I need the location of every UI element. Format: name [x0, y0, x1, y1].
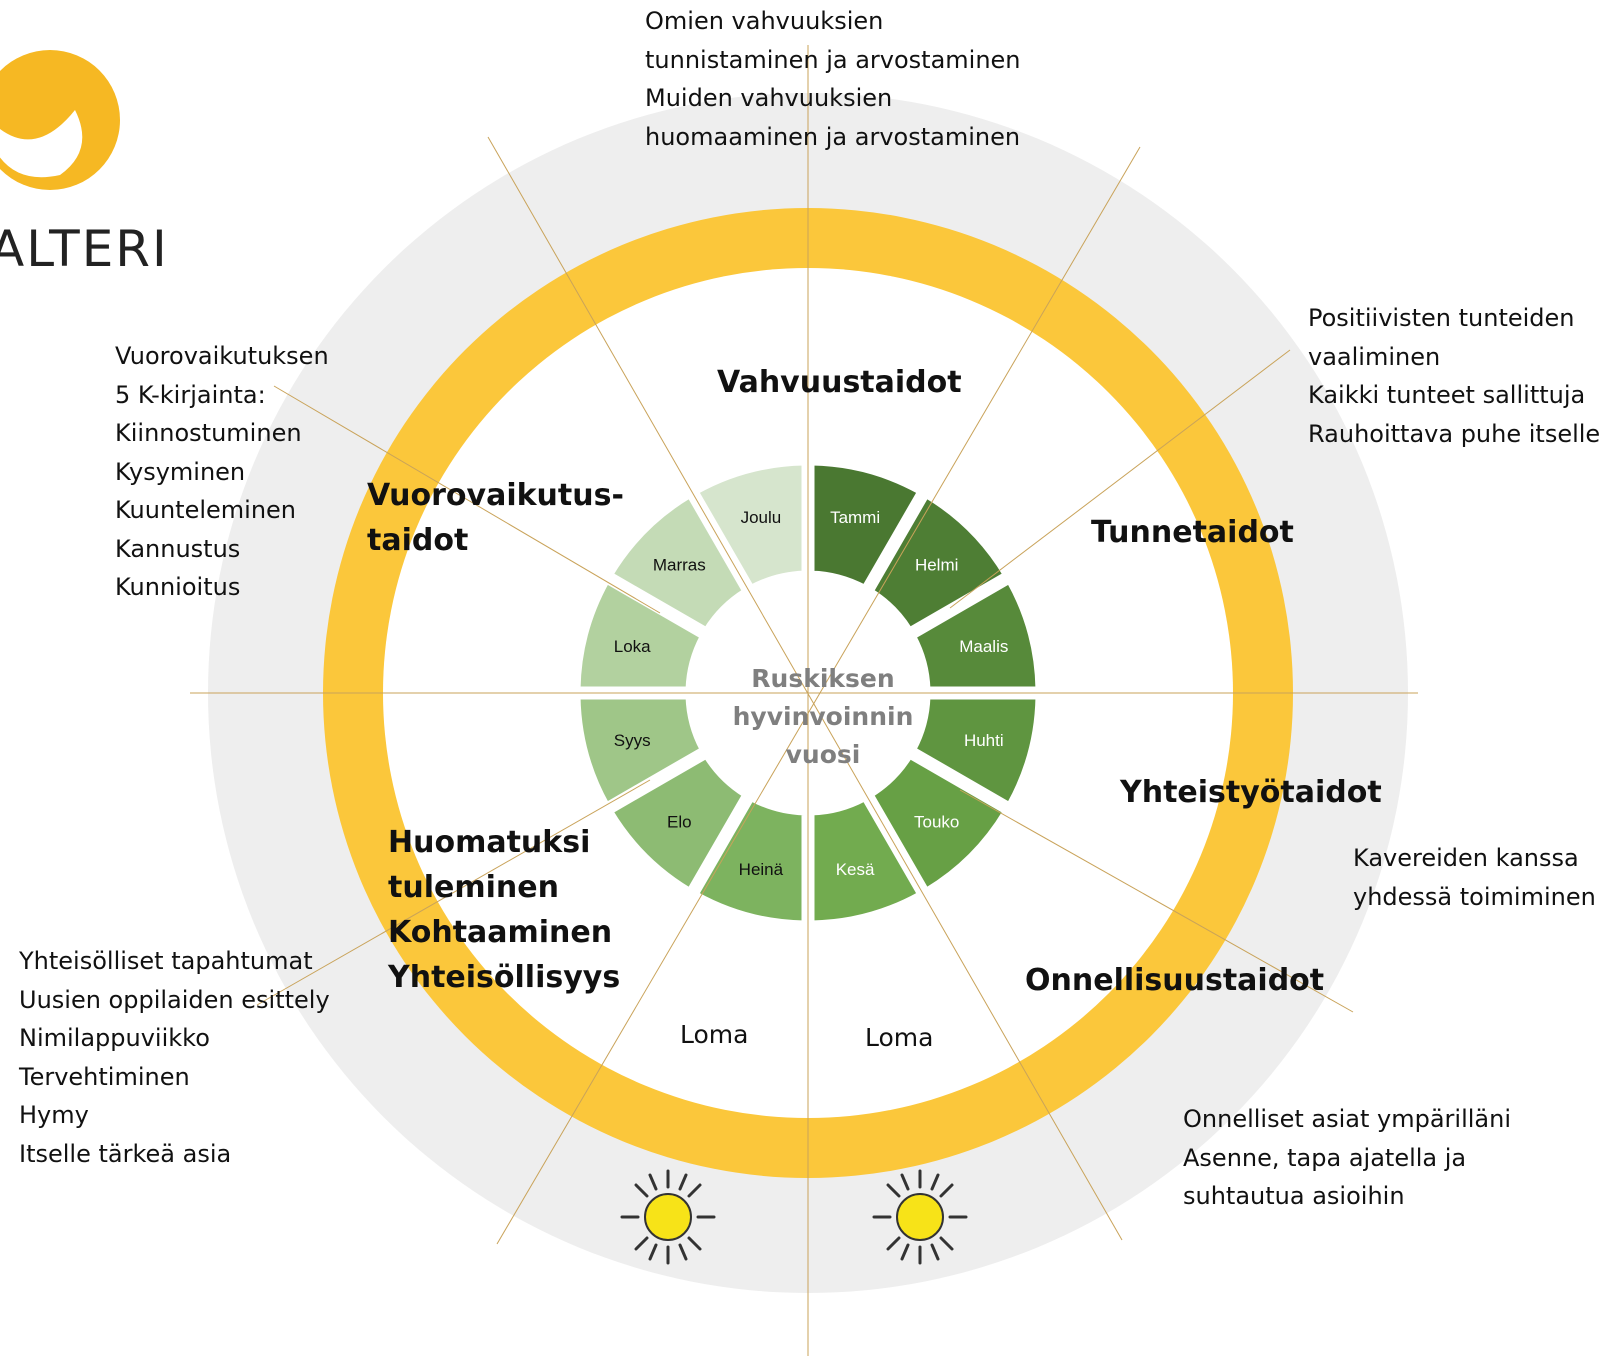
month-label: Elo	[667, 813, 692, 832]
note-top-right: Positiivisten tunteiden vaaliminen Kaikk…	[1308, 299, 1600, 453]
note-line: Tervehtiminen	[19, 1062, 190, 1091]
skill-yhteistyotaidot: Yhteistyötaidot	[1120, 775, 1382, 810]
month-label: Helmi	[915, 555, 958, 574]
month-label: Heinä	[739, 860, 784, 879]
note-line: huomaaminen ja arvostaminen	[645, 122, 1021, 151]
note-line: Kiinnostuminen	[115, 419, 302, 447]
month-segment	[809, 795, 923, 926]
month-label: Maalis	[959, 637, 1008, 656]
skill-line: Huomatuksi	[388, 825, 591, 860]
note-line: Asenne, tapa ajatella ja	[1183, 1143, 1467, 1172]
month-label: Kesä	[836, 860, 875, 879]
note-line: Onnelliset asiat ympärilläni	[1183, 1105, 1511, 1133]
month-segment	[607, 492, 748, 633]
skill-line: taidot	[367, 523, 469, 558]
center-title-line: hyvinvoinnin	[732, 702, 914, 731]
note-bottom-left: Yhteisölliset tapahtumat Uusien oppilaid…	[19, 942, 330, 1173]
note-line: Kysyminen	[115, 457, 246, 486]
note-right: Kavereiden kanssa yhdessä toimiminen	[1353, 839, 1596, 916]
guide-lines	[190, 45, 1418, 1356]
month-segment	[809, 460, 923, 591]
skill-vuorovaikutustaidot: Vuorovaikutus- taidot	[367, 473, 624, 563]
note-left: Vuorovaikutuksen 5 K-kirjainta: Kiinnost…	[115, 337, 329, 607]
note-line: Kannustus	[115, 534, 241, 563]
skill-line: Vuorovaikutus-	[367, 478, 624, 513]
month-segment	[607, 753, 748, 894]
note-line: Kunnioitus	[115, 573, 241, 601]
note-line: Kuunteleminen	[115, 496, 297, 524]
skill-tunnetaidot: Tunnetaidot	[1091, 515, 1294, 550]
month-segment	[868, 753, 1009, 894]
center-title-line: Ruskiksen	[751, 664, 895, 693]
loma-label: Loma	[680, 1020, 749, 1049]
skill-onnellisuustaidot: Onnellisuustaidot	[1025, 963, 1325, 998]
skill-line: Kohtaaminen	[388, 915, 613, 950]
month-segment	[868, 492, 1009, 633]
logo-mark	[0, 50, 120, 190]
note-bottom-right: Onnelliset asiat ympärilläni Asenne, tap…	[1183, 1100, 1511, 1216]
guide-line	[487, 136, 1123, 1241]
skill-line: tuleminen	[388, 870, 559, 905]
note-line: Nimilappuviikko	[19, 1024, 210, 1052]
loma-label: Loma	[865, 1023, 934, 1052]
month-label: Huhti	[964, 731, 1004, 750]
note-line: Hymy	[19, 1101, 89, 1129]
note-line: 5 K-kirjainta:	[115, 380, 266, 409]
guide-line	[273, 385, 661, 614]
guide-line	[949, 349, 1291, 609]
note-line: Kavereiden kanssa	[1353, 844, 1579, 872]
guide-line	[496, 146, 1141, 1245]
center-title-line: vuosi	[785, 740, 861, 769]
note-line: yhdessä toimiminen	[1353, 882, 1596, 911]
month-label: Tammi	[830, 508, 880, 527]
month-label: Syys	[614, 731, 651, 750]
month-segment	[910, 578, 1041, 692]
note-line: Positiivisten tunteiden	[1308, 304, 1575, 332]
note-line: Rauhoittava puhe itselle	[1308, 419, 1601, 448]
skill-line: Yhteisöllisyys	[388, 960, 621, 995]
skill-vahvuustaidot: Vahvuustaidot	[717, 365, 962, 400]
month-segment	[910, 694, 1041, 808]
note-line: Yhteisölliset tapahtumat	[19, 947, 313, 975]
sun-icon	[872, 1169, 968, 1265]
note-line: Omien vahvuuksien	[645, 7, 884, 35]
guide-line	[959, 789, 1354, 1013]
center-title: Ruskiksen hyvinvoinnin vuosi	[708, 660, 938, 774]
month-label: Touko	[914, 813, 959, 832]
note-line: Vuorovaikutuksen	[115, 342, 329, 370]
sun-icon	[620, 1169, 716, 1265]
note-top: Omien vahvuuksien tunnistaminen ja arvos…	[645, 2, 1021, 156]
note-line: suhtautua asioihin	[1183, 1182, 1405, 1210]
note-line: Muiden vahvuuksien	[645, 84, 893, 112]
month-segment	[693, 795, 807, 926]
month-segment	[693, 460, 807, 591]
note-line: Uusien oppilaiden esittely	[19, 985, 330, 1014]
note-line: vaaliminen	[1308, 342, 1441, 371]
month-segment	[575, 694, 706, 808]
month-label: Marras	[653, 555, 706, 574]
note-line: Kaikki tunteet sallittuja	[1308, 381, 1586, 409]
skill-huomatuksi: Huomatuksi tuleminen Kohtaaminen Yhteisö…	[388, 820, 620, 1000]
note-line: Itselle tärkeä asia	[19, 1139, 232, 1168]
logo-text: ALTERI	[0, 220, 169, 278]
note-line: tunnistaminen ja arvostaminen	[645, 45, 1021, 74]
month-label: Joulu	[741, 508, 782, 527]
month-label: Loka	[614, 637, 651, 656]
guide-line	[256, 779, 651, 1006]
